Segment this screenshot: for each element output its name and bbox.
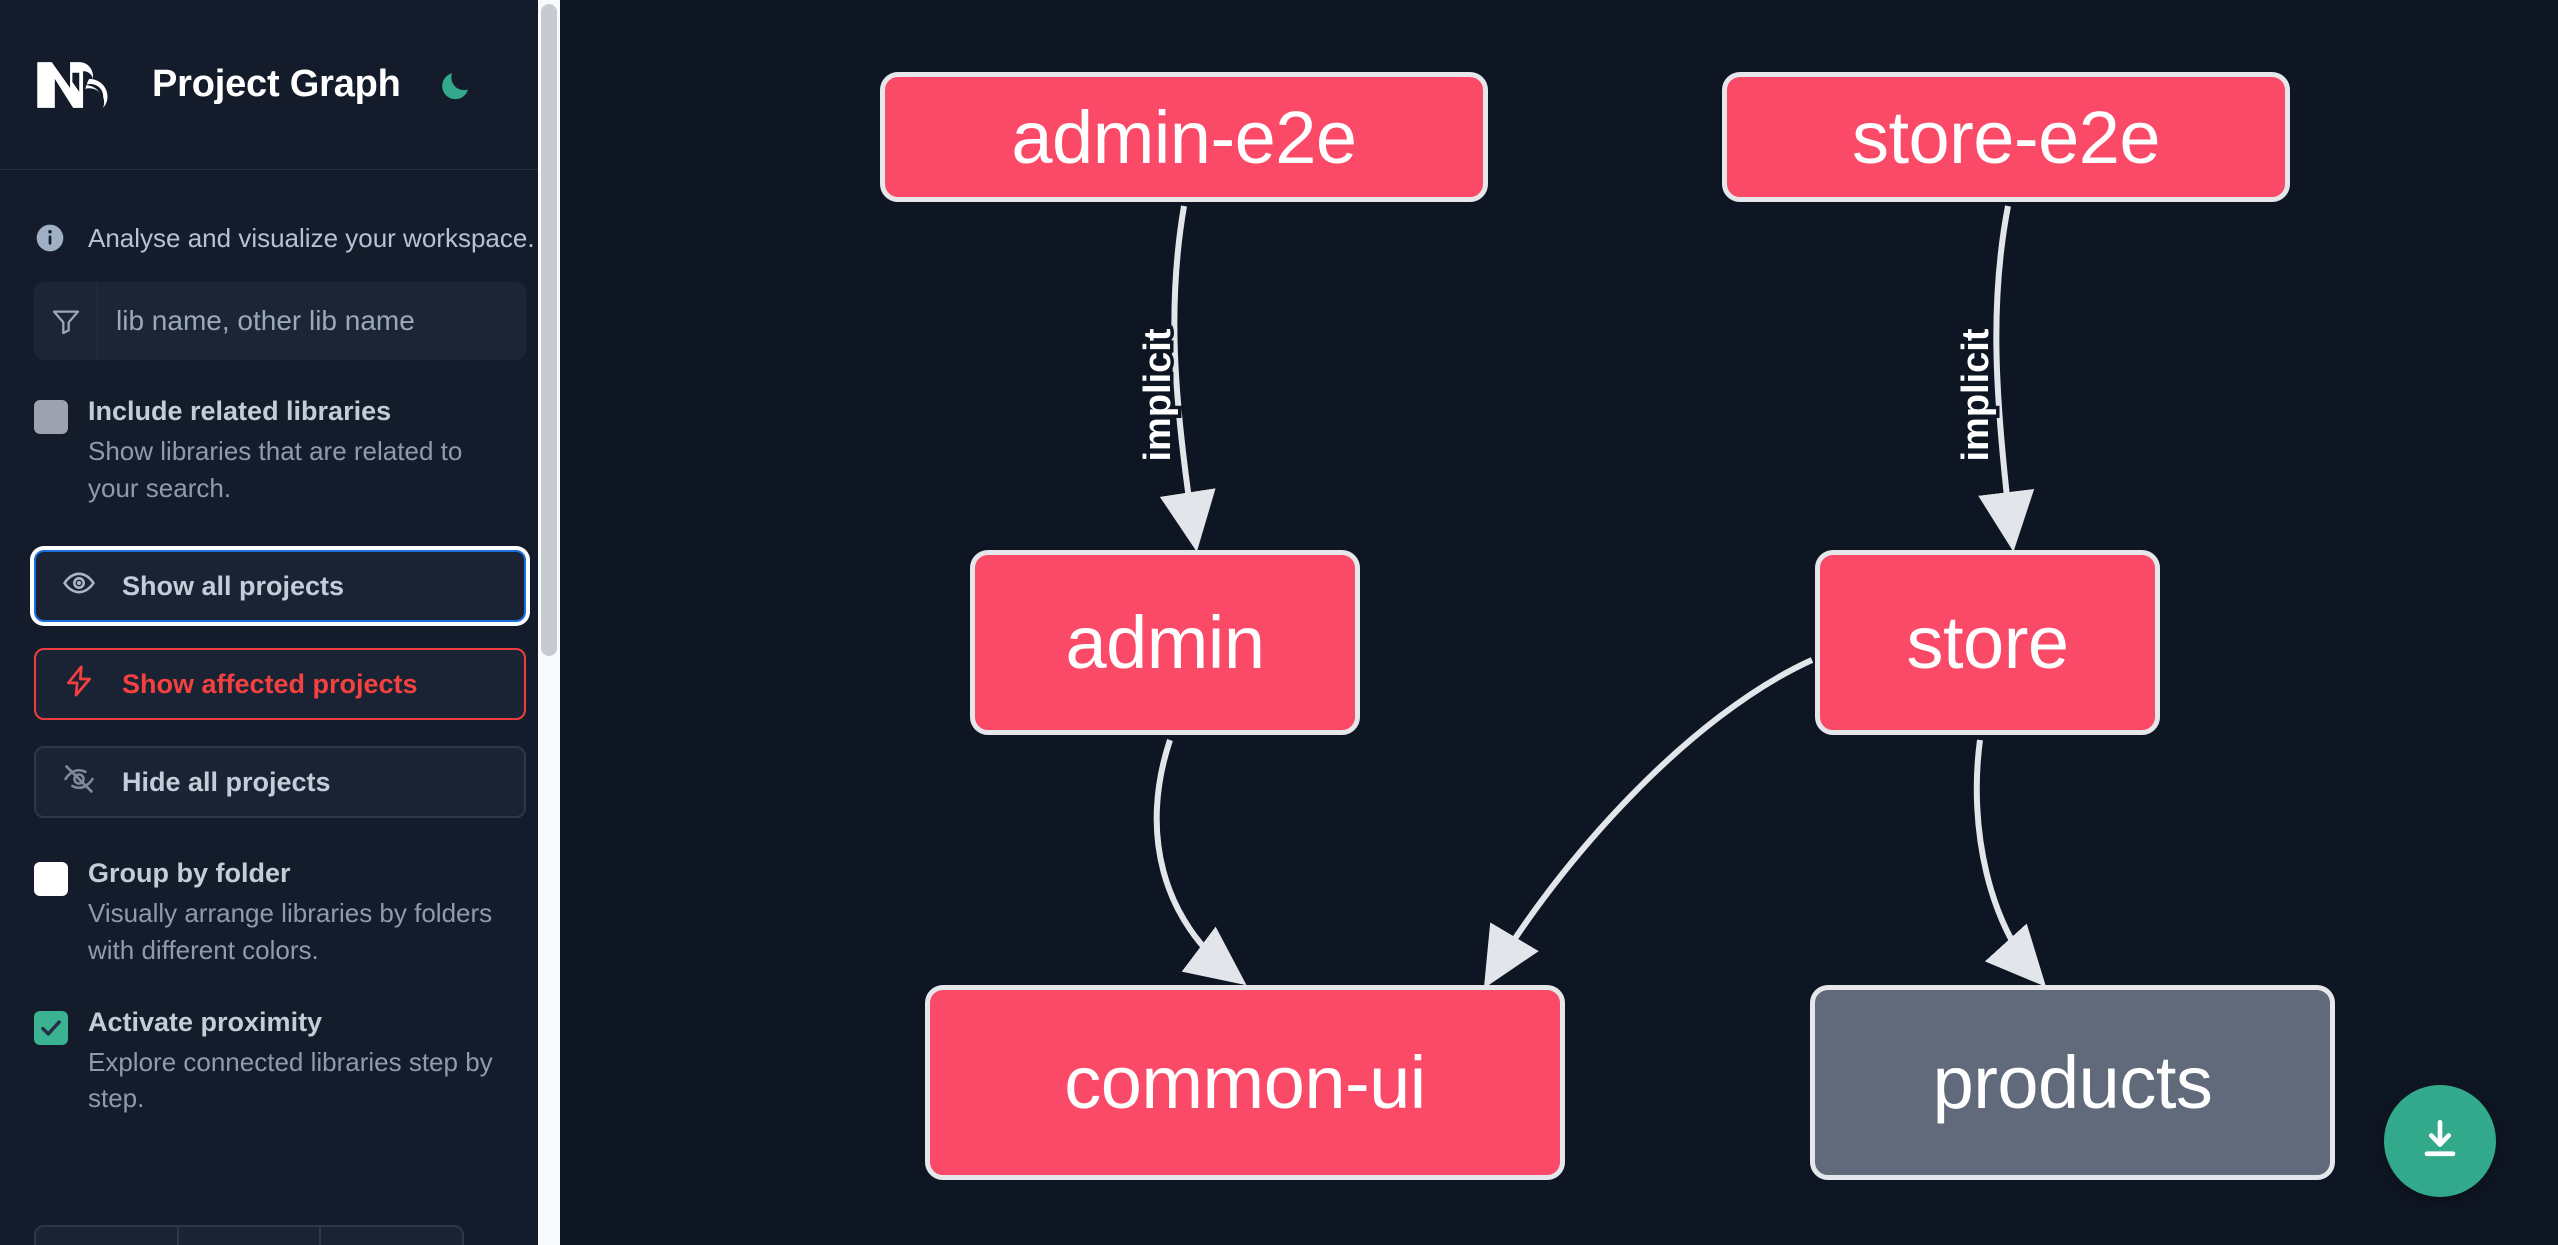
edge-store-e2e-store xyxy=(1978,205,2035,552)
proximity-step-decrease[interactable] xyxy=(36,1227,179,1245)
graph-node-admin[interactable]: admin xyxy=(970,550,1360,735)
check-icon xyxy=(41,1020,61,1036)
edge-label-store-implicit: implicit xyxy=(1952,325,2001,465)
edge-store-products xyxy=(1973,739,2047,987)
graph-canvas[interactable]: implicit implicit admin-e2e store-e2e ad… xyxy=(560,0,2558,1245)
graph-node-admin-e2e[interactable]: admin-e2e xyxy=(880,72,1488,202)
include-related-libraries-label: Include related libraries xyxy=(88,396,392,426)
sidebar: Project Graph Analyse and visualize your… xyxy=(0,0,560,1245)
graph-node-label: store xyxy=(1906,601,2069,684)
proximity-step-increase[interactable] xyxy=(321,1227,462,1245)
graph-node-label: store-e2e xyxy=(1851,95,2161,179)
graph-node-store-e2e[interactable]: store-e2e xyxy=(1722,72,2290,202)
edge-label-admin-implicit: implicit xyxy=(1134,325,1183,465)
download-image-button[interactable] xyxy=(2384,1085,2496,1197)
eye-off-icon xyxy=(62,762,96,803)
nx-logo-icon xyxy=(34,56,126,114)
project-visibility-buttons: Show all projects Show affected projects xyxy=(0,550,560,819)
group-by-folder-label: Group by folder xyxy=(88,858,291,889)
activate-proximity-description: Explore connected libraries step by step… xyxy=(88,1046,493,1114)
include-related-libraries-checkbox[interactable] xyxy=(34,400,68,434)
info-circle-icon xyxy=(34,222,66,254)
filter-funnel-icon xyxy=(34,282,98,360)
show-all-projects-button[interactable]: Show all projects xyxy=(34,550,526,623)
graph-edges: implicit implicit xyxy=(1134,205,2047,989)
group-by-folder-checkbox[interactable] xyxy=(34,862,68,897)
checkbox-row-include-related-libraries[interactable]: Include related libraries Show libraries… xyxy=(0,394,560,506)
graph-node-common-ui[interactable]: common-ui xyxy=(925,985,1565,1180)
include-related-libraries-description: Show libraries that are related to your … xyxy=(88,435,463,503)
lightning-bolt-icon xyxy=(62,664,96,705)
graph-node-label: admin xyxy=(1065,601,1265,684)
sidebar-scrollbar-thumb[interactable] xyxy=(541,4,557,656)
show-affected-projects-label: Show affected projects xyxy=(122,668,418,699)
graph-node-label: admin-e2e xyxy=(1011,95,1357,179)
checkbox-row-group-by-folder[interactable]: Group by folder Visually arrange librari… xyxy=(0,856,560,968)
page-title: Project Graph xyxy=(152,63,401,105)
edge-store-common-ui xyxy=(1483,657,1814,989)
svg-text:implicit: implicit xyxy=(1137,328,1179,461)
edge-admin-common-ui xyxy=(1153,739,1247,986)
proximity-stepper-segmented-control[interactable] xyxy=(34,1225,464,1245)
group-by-folder-description: Visually arrange libraries by folders wi… xyxy=(88,898,493,965)
edge-admin-e2e-admin xyxy=(1159,205,1216,552)
proximity-step-value[interactable] xyxy=(179,1227,322,1245)
show-affected-projects-button[interactable]: Show affected projects xyxy=(34,648,526,721)
checkbox-row-activate-proximity[interactable]: Activate proximity Explore connected lib… xyxy=(0,1005,560,1117)
download-icon xyxy=(2415,1115,2465,1168)
graph-node-label: common-ui xyxy=(1064,1041,1426,1124)
sidebar-info-text: Analyse and visualize your workspace. xyxy=(88,222,535,253)
search-input[interactable] xyxy=(98,282,526,360)
hide-all-projects-label: Hide all projects xyxy=(122,766,331,797)
hide-all-projects-button[interactable]: Hide all projects xyxy=(34,746,526,819)
graph-node-store[interactable]: store xyxy=(1815,550,2160,735)
graph-node-products[interactable]: products xyxy=(1810,985,2335,1180)
sidebar-scrollbar[interactable] xyxy=(538,0,560,1245)
sidebar-info: Analyse and visualize your workspace. xyxy=(0,170,560,266)
show-all-projects-label: Show all projects xyxy=(122,570,345,601)
graph-node-label: products xyxy=(1932,1041,2213,1124)
moon-icon[interactable] xyxy=(433,62,479,108)
activate-proximity-label: Activate proximity xyxy=(88,1006,323,1037)
sidebar-header: Project Graph xyxy=(0,0,560,170)
eye-icon xyxy=(62,566,96,607)
svg-text:implicit: implicit xyxy=(1955,328,1997,461)
activate-proximity-checkbox[interactable] xyxy=(34,1010,68,1045)
search-field-wrapper[interactable] xyxy=(34,282,526,360)
